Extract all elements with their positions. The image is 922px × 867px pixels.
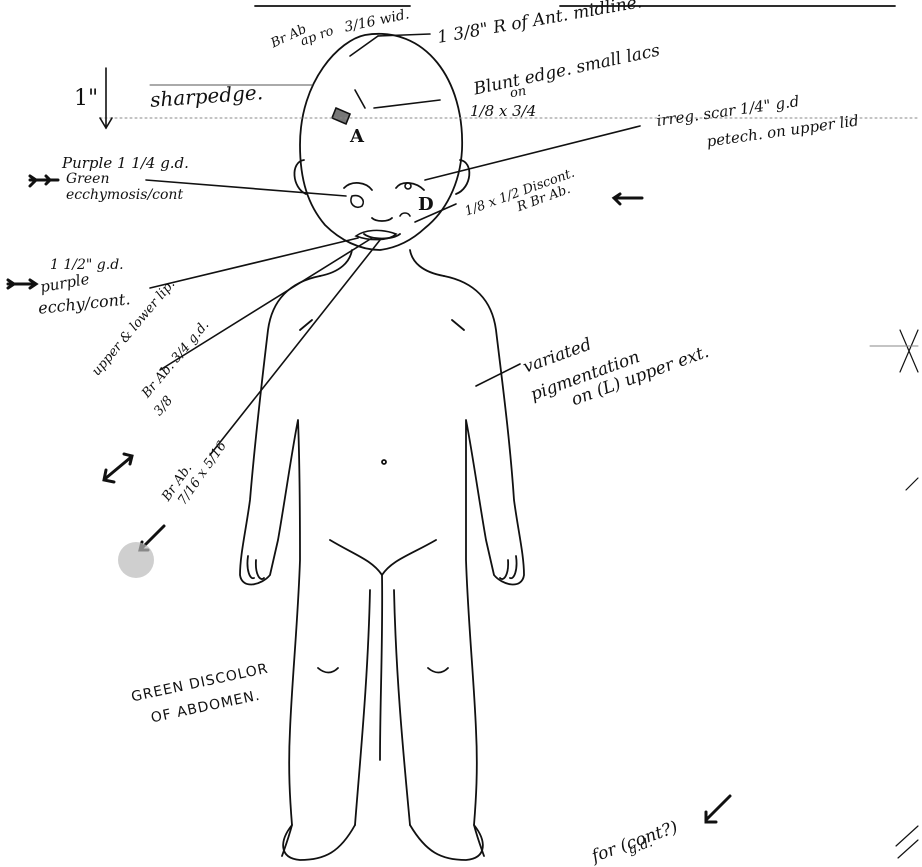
scar-mark bbox=[405, 183, 411, 189]
navel bbox=[382, 460, 386, 464]
annotation-purple-ecchy-1: Purple 1 1/4 g.d. bbox=[62, 156, 189, 171]
annotation-lac-size: 1/8 x 3/4 bbox=[470, 104, 536, 119]
laceration-mark bbox=[332, 108, 350, 124]
right-foot bbox=[410, 825, 483, 860]
eye-bruise-mark bbox=[351, 196, 363, 208]
arrow-marker bbox=[614, 194, 642, 204]
leader-line bbox=[425, 126, 640, 180]
blunt-edge-mark bbox=[355, 90, 365, 108]
leader-line bbox=[210, 240, 380, 455]
groin-outline bbox=[330, 540, 436, 575]
smudge bbox=[118, 542, 154, 578]
annotation-purple-ecchy-3: ecchymosis/cont bbox=[66, 188, 183, 202]
arrow-marker bbox=[104, 454, 132, 482]
right-side-outline bbox=[444, 276, 524, 856]
inner-legs bbox=[380, 575, 382, 760]
discont-mark bbox=[400, 213, 410, 216]
left-side-outline bbox=[240, 276, 320, 856]
annotation-letter-a: A bbox=[350, 128, 364, 146]
left-foot bbox=[283, 825, 355, 860]
left-eye bbox=[344, 183, 372, 190]
arrow-marker bbox=[8, 280, 36, 288]
head-outline bbox=[300, 34, 462, 250]
arrow-marker bbox=[30, 176, 58, 186]
annotation-letter-d: D bbox=[418, 196, 434, 214]
leader-line bbox=[150, 238, 358, 288]
annotation-purple-ecchy-2: Green bbox=[66, 172, 109, 186]
leader-line bbox=[476, 364, 520, 386]
leader-line bbox=[374, 100, 440, 108]
arrow-marker bbox=[706, 796, 730, 822]
annotation-on: on bbox=[509, 85, 527, 101]
annotation-one-inch: 1" bbox=[74, 88, 98, 110]
